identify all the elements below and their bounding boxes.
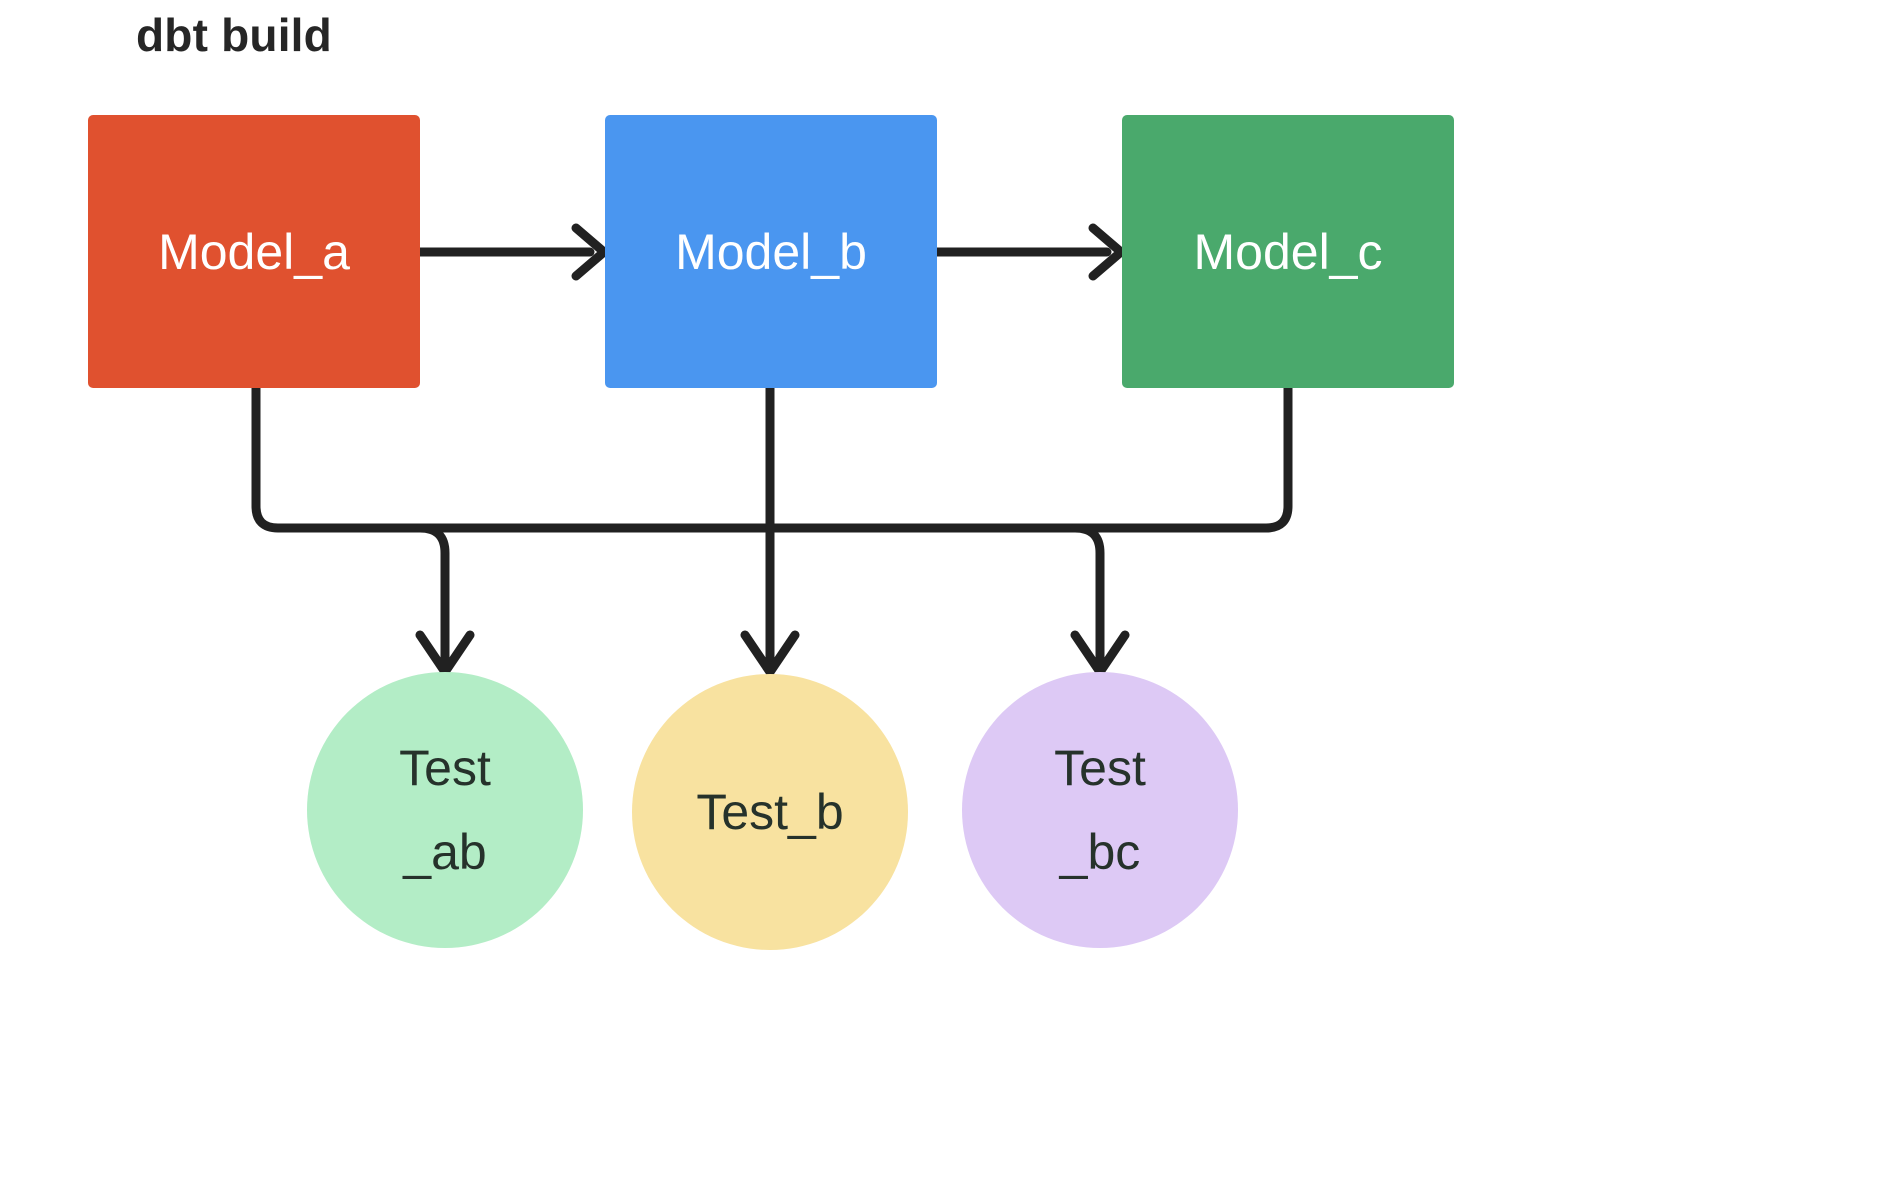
node-model-a[interactable]: Model_a (88, 115, 420, 388)
node-test-b-label: Test_b (696, 784, 844, 840)
node-test-bc[interactable]: Test _bc (962, 672, 1238, 948)
edge-bus-to-test-bc-line (1070, 523, 1105, 665)
node-test-ab-label: Test _ab (399, 740, 491, 880)
edge-model-b-to-test-b-arrowhead (740, 630, 800, 677)
node-model-b[interactable]: Model_b (605, 115, 937, 388)
node-test-b[interactable]: Test_b (632, 674, 908, 950)
node-model-a-label: Model_a (158, 223, 350, 280)
edge-model-c-to-bus (765, 383, 1293, 533)
page-title: dbt build (136, 9, 332, 61)
node-model-b-label: Model_b (675, 223, 867, 280)
node-model-c-label: Model_c (1193, 223, 1383, 280)
node-model-c[interactable]: Model_c (1122, 115, 1454, 388)
edge-model-a-to-model-b-arrowhead (571, 223, 609, 281)
edge-model-b-to-model-c-arrowhead (1088, 223, 1126, 281)
edge-model-a-to-bus (251, 383, 775, 533)
edge-bus-to-test-ab-line (415, 523, 450, 665)
node-test-bc-label: Test _bc (1054, 740, 1146, 880)
node-test-ab[interactable]: Test _ab (307, 672, 583, 948)
